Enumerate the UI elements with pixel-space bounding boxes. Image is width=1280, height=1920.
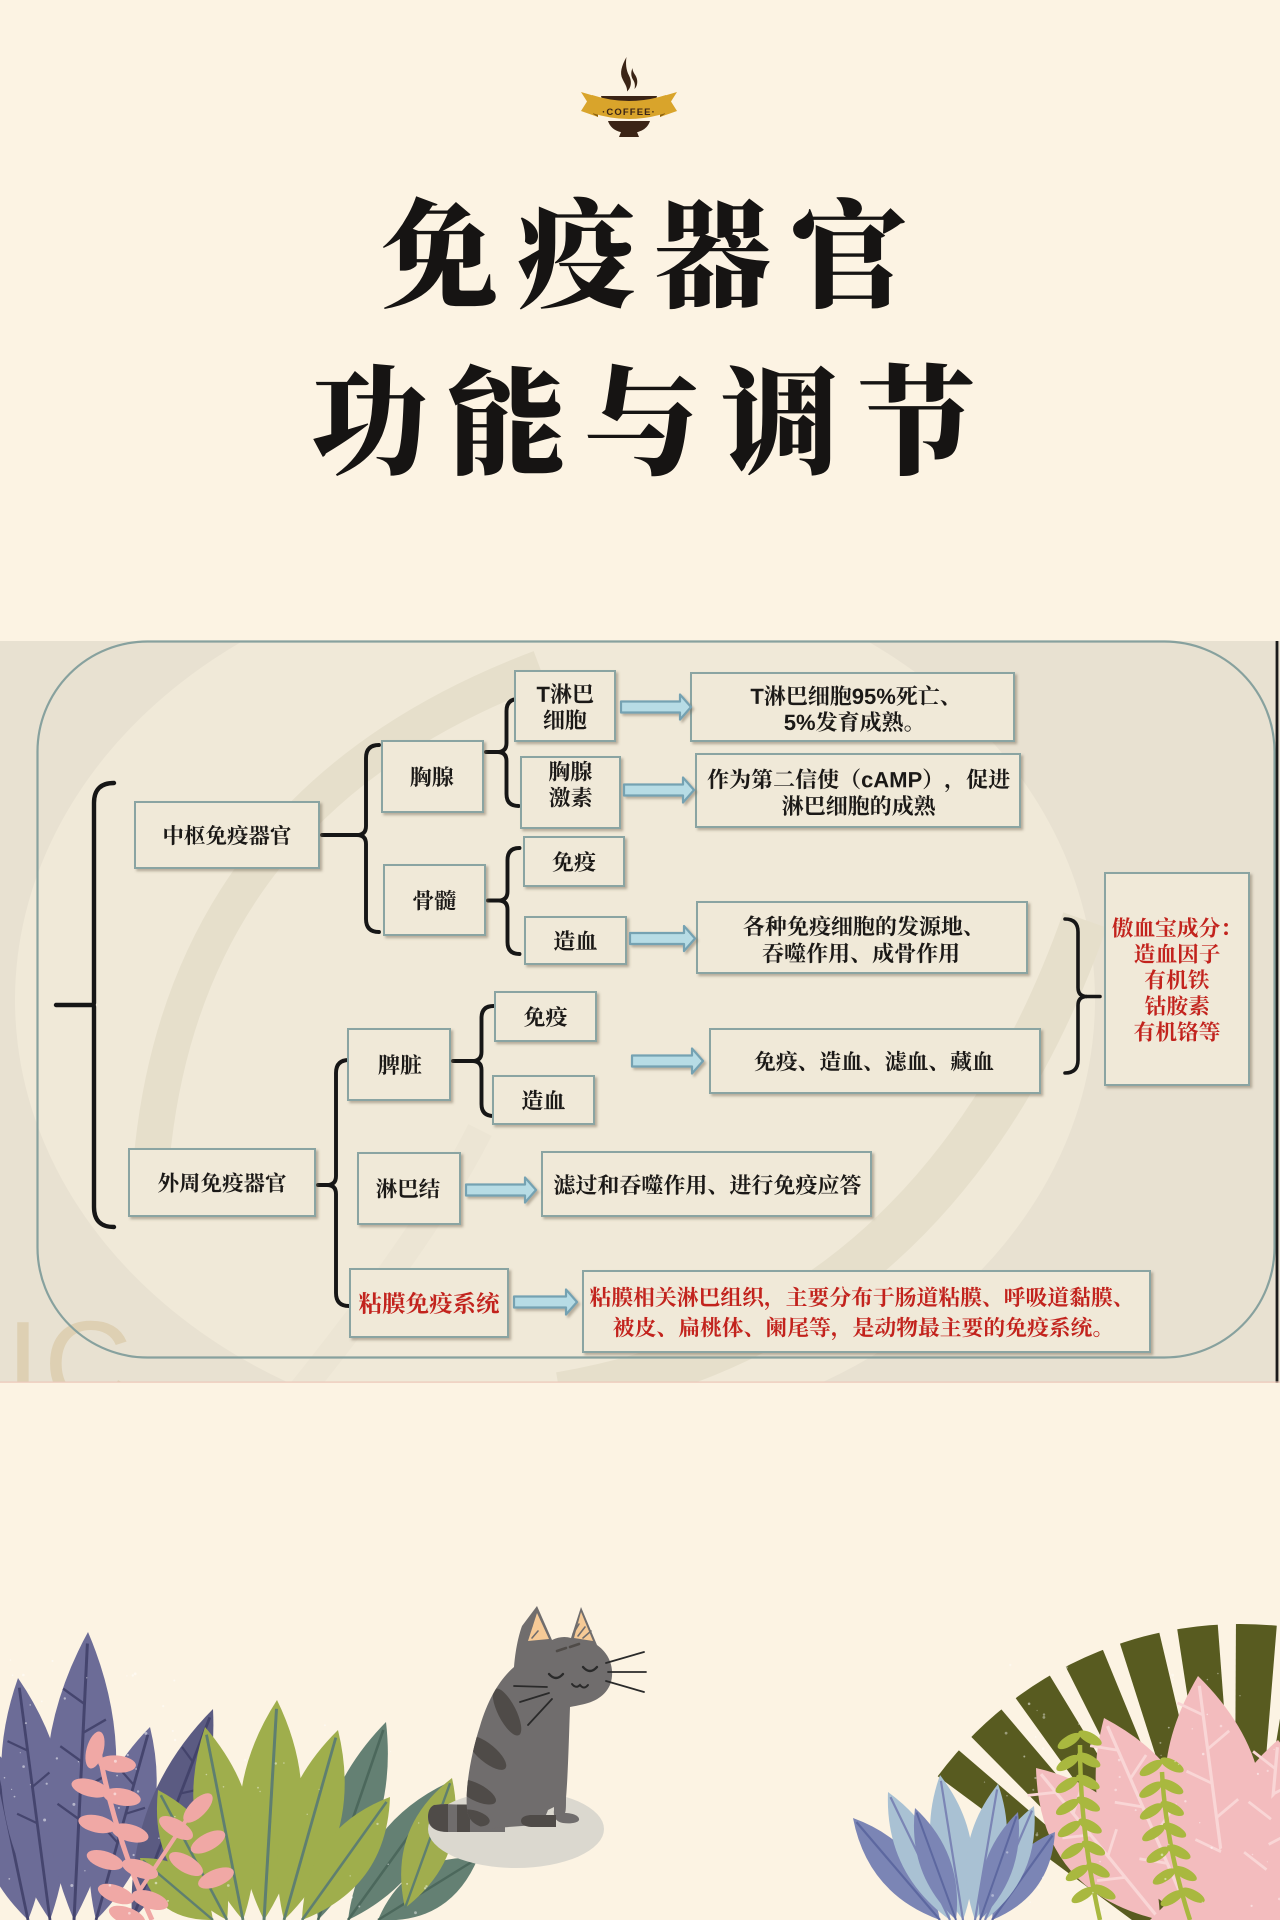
- svg-text:IC: IC: [6, 1296, 136, 1432]
- svg-text:·COFFEE·: ·COFFEE·: [602, 107, 656, 118]
